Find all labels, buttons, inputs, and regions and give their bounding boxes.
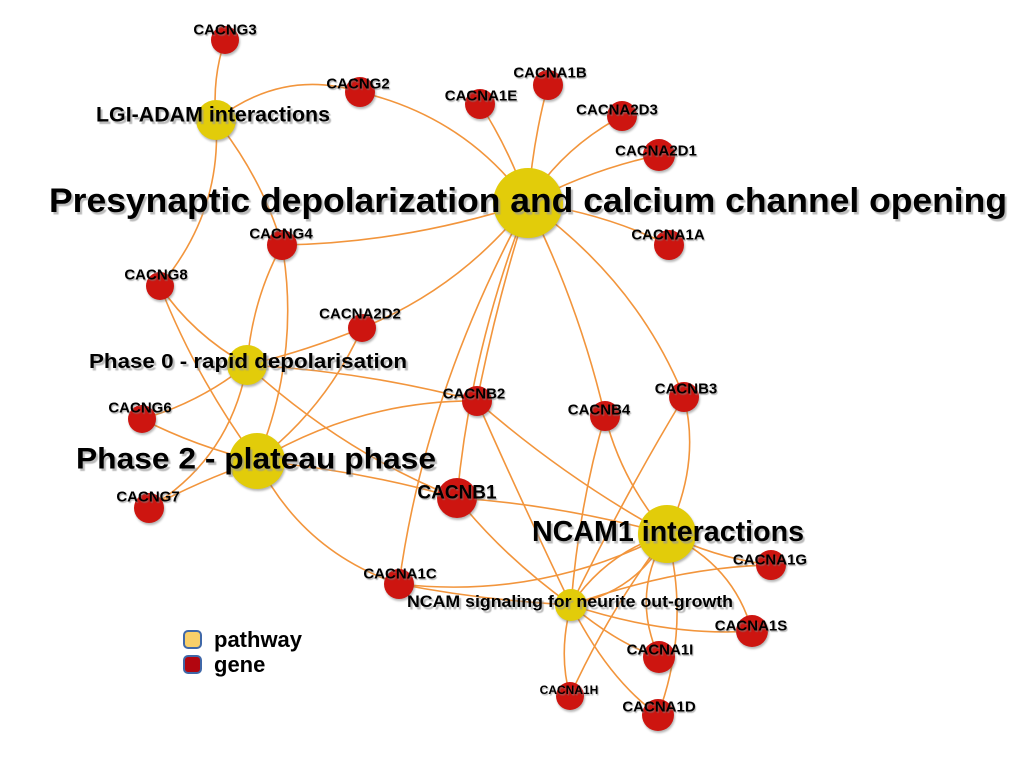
node-CACNA1E[interactable] — [465, 89, 495, 119]
node-CACNB4[interactable] — [590, 401, 620, 431]
edge-presyn-CACNB1-15 — [456, 202, 529, 499]
node-CACNA1D[interactable] — [642, 699, 674, 731]
label-CACNB2: CACNB2 — [443, 385, 506, 402]
node-CACNG4[interactable] — [267, 230, 297, 260]
edge-ncamsig-CACNA1S-50 — [570, 604, 753, 633]
node-CACNB1[interactable] — [437, 478, 477, 518]
node-CACNA2D3[interactable] — [607, 101, 637, 131]
legend-label-gene: gene — [214, 651, 266, 677]
node-CACNA1H[interactable] — [556, 682, 584, 710]
edge-ncamsig-CACNA1C-44 — [398, 583, 572, 606]
edge-ncamsig-CACNB4-47 — [570, 415, 606, 606]
node-CACNG8[interactable] — [146, 272, 174, 300]
node-lgi[interactable] — [196, 100, 236, 140]
node-CACNA1G[interactable] — [756, 550, 786, 580]
label-CACNA2D2: CACNA2D2 — [319, 305, 401, 322]
node-CACNA2D2[interactable] — [348, 314, 376, 342]
node-CACNB2[interactable] — [462, 386, 492, 416]
label-CACNG2: CACNG2 — [326, 75, 389, 92]
edge-phase0-CACNB2-21 — [246, 364, 478, 402]
edge-phase0-CACNG7-23 — [148, 364, 248, 509]
node-CACNG7[interactable] — [134, 493, 164, 523]
node-ncam1[interactable] — [638, 505, 696, 563]
node-CACNG2[interactable] — [345, 77, 375, 107]
node-CACNA1A[interactable] — [654, 230, 684, 260]
label-CACNB3: CACNB3 — [655, 380, 718, 397]
edge-ncamsig-CACNB2-46 — [476, 400, 572, 606]
node-CACNG3[interactable] — [211, 26, 239, 54]
legend: pathway gene — [183, 627, 302, 677]
label-CACNA2D3: CACNA2D3 — [576, 101, 658, 118]
label-CACNA1B: CACNA1B — [513, 64, 587, 81]
node-presyn[interactable] — [493, 168, 563, 238]
edge-lgi-CACNG8-3 — [159, 119, 218, 287]
label-CACNA1E: CACNA1E — [445, 87, 518, 104]
label-CACNG4: CACNG4 — [249, 225, 313, 242]
legend-row-gene: gene — [183, 652, 302, 677]
label-ncam1: NCAM1 interactions — [532, 516, 804, 548]
legend-label-pathway: pathway — [214, 626, 303, 652]
label-CACNA1A: CACNA1A — [631, 226, 705, 243]
node-CACNG6[interactable] — [128, 405, 156, 433]
edge-ncam1-CACNB2-34 — [476, 400, 668, 535]
label-lgi: LGI-ADAM interactions — [96, 103, 330, 126]
node-CACNA2D1[interactable] — [643, 139, 675, 171]
label-ncamsig: NCAM signaling for neurite out-growth — [407, 592, 733, 611]
label-CACNA2D1: CACNA2D1 — [615, 142, 697, 159]
label-CACNA1S: CACNA1S — [715, 617, 788, 634]
label-CACNA1D: CACNA1D — [622, 698, 696, 715]
label-CACNG3: CACNG3 — [193, 21, 256, 38]
node-CACNA1C[interactable] — [384, 569, 414, 599]
node-phase0[interactable] — [227, 345, 267, 385]
node-CACNA1B[interactable] — [533, 70, 563, 100]
label-CACNG6: CACNG6 — [108, 399, 171, 416]
label-CACNG8: CACNG8 — [124, 266, 187, 283]
gene-color-swatch — [183, 655, 202, 674]
label-CACNB1: CACNB1 — [417, 483, 497, 504]
node-CACNA1S[interactable] — [736, 615, 768, 647]
node-phase2[interactable] — [229, 433, 285, 489]
node-CACNA1I[interactable] — [643, 641, 675, 673]
label-phase2: Phase 2 - plateau phase — [76, 443, 436, 476]
edge-ncamsig-CACNB1-45 — [456, 497, 572, 606]
label-CACNB4: CACNB4 — [568, 401, 631, 418]
node-ncamsig[interactable] — [555, 589, 587, 621]
label-CACNA1H: CACNA1H — [540, 683, 599, 697]
edge-phase2-CACNB2-28 — [256, 400, 478, 462]
label-CACNA1C: CACNA1C — [363, 565, 437, 582]
node-CACNB3[interactable] — [669, 382, 699, 412]
legend-row-pathway: pathway — [183, 627, 302, 652]
edge-ncamsig-CACNA1G-49 — [570, 564, 772, 606]
label-CACNG7: CACNG7 — [116, 488, 179, 505]
label-phase0: Phase 0 - rapid depolarisation — [89, 351, 407, 373]
label-CACNA1I: CACNA1I — [627, 641, 694, 658]
label-CACNA1G: CACNA1G — [733, 551, 807, 568]
pathway-color-swatch — [183, 630, 202, 649]
label-presyn: Presynaptic depolarization and calcium c… — [49, 182, 1007, 220]
edge-phase0-CACNB1-22 — [246, 364, 458, 499]
edge-ncamsig-CACNB3-48 — [570, 396, 685, 606]
